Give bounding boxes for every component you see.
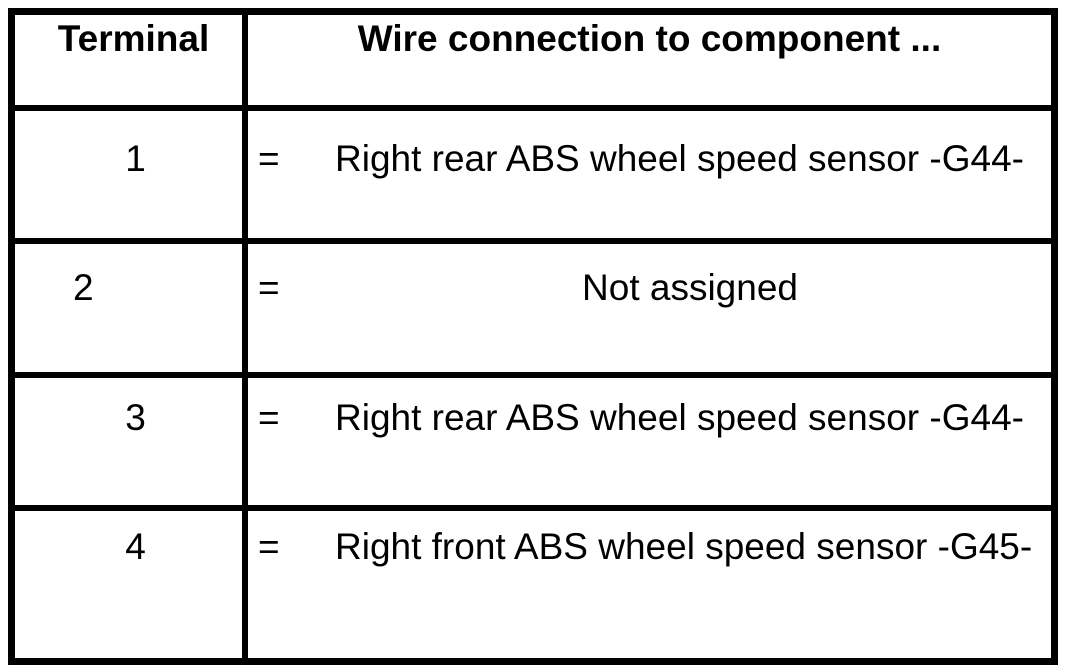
equals-sign: = [258,138,280,179]
equals-sign: = [258,267,280,308]
header-terminal-label: Terminal [57,18,210,59]
wire-cell-1: = Right rear ABS wheel speed sensor -G44… [248,111,1051,244]
terminal-number: 1 [125,138,146,179]
wire-cell-2: = Not assigned [248,244,1051,378]
terminal-cell-4: 4 [15,511,248,658]
terminal-cell-2: 2 [15,244,248,378]
wire-text: Not assigned [582,267,798,308]
terminal-cell-1: 1 [15,111,248,244]
header-terminal-cell: Terminal [15,15,248,111]
header-wire-label: Wire connection to component ... [357,18,942,59]
terminal-cell-3: 3 [15,378,248,511]
terminal-number: 3 [125,397,146,438]
terminal-number: 4 [125,526,146,567]
wire-text: Right rear ABS wheel speed sensor -G44- [335,138,1024,179]
equals-sign: = [258,526,280,567]
wire-text: Right front ABS wheel speed sensor -G45- [335,526,1033,567]
terminal-pinout-table: Terminal Wire connection to component ..… [8,8,1058,665]
terminal-number: 2 [73,267,94,308]
equals-sign: = [258,397,280,438]
header-wire-cell: Wire connection to component ... [248,15,1051,111]
wire-cell-3: = Right rear ABS wheel speed sensor -G44… [248,378,1051,511]
wire-text: Right rear ABS wheel speed sensor -G44- [335,397,1024,438]
wire-cell-4: = Right front ABS wheel speed sensor -G4… [248,511,1051,658]
